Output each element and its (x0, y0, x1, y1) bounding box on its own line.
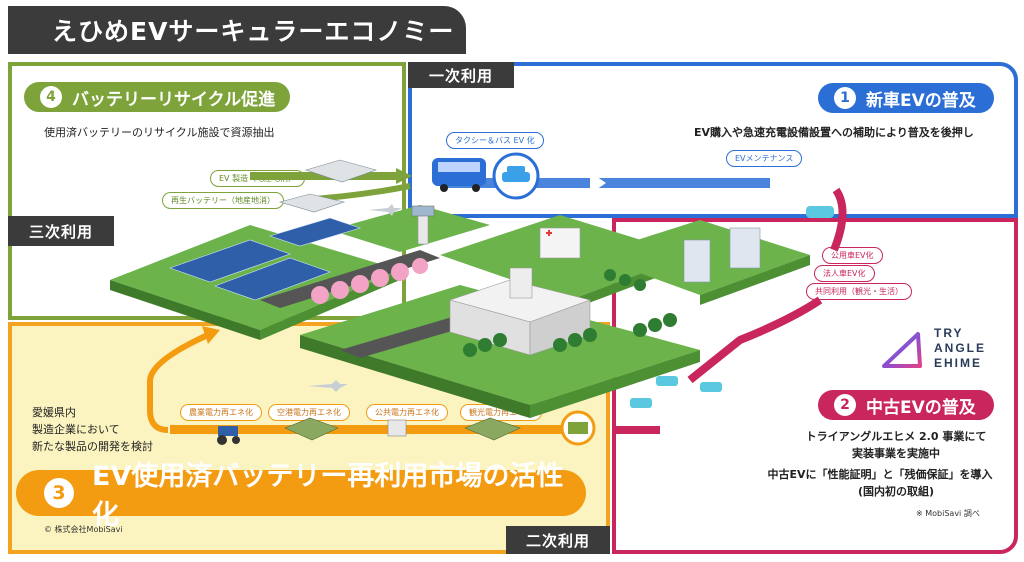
tertiary-use-label: 三次利用 (8, 216, 114, 246)
airplane-icon (308, 204, 402, 392)
section1-pill: 1 新車EVの普及 (818, 83, 994, 113)
government-building (448, 267, 592, 356)
section2-number: 2 (834, 394, 856, 416)
copyright: © 株式会社MobiSavi (44, 525, 123, 534)
apartment-buildings (683, 227, 761, 283)
green-trees (463, 269, 677, 357)
solar-panels (169, 217, 361, 301)
bus-icon (432, 158, 486, 192)
section1-title: 新車EVの普及 (866, 90, 976, 111)
used-ev-flow-arrow (616, 187, 847, 434)
page-title: えひめEVサーキュラーエコノミー (8, 6, 466, 54)
airport-tower (411, 205, 435, 245)
section4-pill: 4 バッテリーリサイクル促進 (24, 82, 290, 112)
section3-desc-line3: 新たな製品の開発を検討 (32, 440, 153, 453)
hospital (539, 227, 581, 259)
tag-ev-maintenance: EVメンテナンス (726, 150, 803, 167)
try-angle-ehime-logo: TRY ANGLE EHIME (880, 326, 1000, 376)
taxi-icon (492, 152, 540, 200)
tag-corporate-vehicles: 法人車EV化 (814, 265, 875, 282)
triangle-logo-icon (882, 332, 922, 368)
tractor-icon (217, 426, 240, 445)
section3-title: EV使用済バッテリー再利用市場の活性化 (92, 461, 564, 531)
section3-pill: 3 EV使用済バッテリー再利用市場の活性化 (16, 461, 586, 531)
section1-number: 1 (834, 87, 856, 109)
section2-pill: 2 中古EVの普及 (818, 390, 994, 420)
primary-flow-arrow (440, 172, 770, 194)
section4-desc: 使用済バッテリーのリサイクル施設で資源抽出 (44, 126, 275, 139)
section3-desc-line2: 製造企業において (32, 423, 120, 436)
battery-icon (560, 410, 596, 446)
tag-recycled-battery: 再生バッテリー（地産地消） (162, 192, 284, 209)
secondary-use-label: 二次利用 (506, 526, 610, 554)
section3-desc-line1: 愛媛県内 (32, 406, 76, 419)
used-ev-cars (630, 206, 834, 408)
section2-line2: 実装事業を実施中 (852, 447, 940, 460)
primary-use-label: 一次利用 (408, 62, 514, 88)
section2-line3: 中古EVに「性能証明」と「残価保証」を導入 (767, 468, 993, 481)
section2-title: 中古EVの普及 (866, 397, 976, 418)
section4-title: バッテリーリサイクル促進 (72, 89, 276, 110)
section2-line4: (国内初の取組) (857, 485, 935, 498)
logo-line3: EHIME (934, 356, 983, 370)
section2-line1: トライアングルエヒメ 2.0 事業にて (805, 430, 987, 443)
section1-desc: EV購入や急速充電設備設置への補助により普及を後押し (694, 126, 974, 139)
tag-airport-power: 空港電力再エネ化 (268, 404, 350, 421)
logo-line2: ANGLE (934, 341, 986, 355)
section3-number: 3 (44, 478, 74, 508)
tag-shared-use: 共同利用（観光・生活） (806, 283, 912, 300)
section2-note: ※ MobiSavi 調べ (916, 509, 980, 518)
section4-number: 4 (40, 86, 62, 108)
tag-taxi-bus-ev: タクシー＆バス EV 化 (446, 132, 544, 149)
logo-line1: TRY (934, 326, 964, 340)
secondary-flow-arrow (147, 326, 570, 434)
tag-public-power: 公共電力再エネ化 (366, 404, 448, 421)
factory-buildings (278, 159, 377, 213)
tag-agriculture-power: 農業電力再エネ化 (180, 404, 262, 421)
cherry-trees (311, 258, 428, 304)
secondary-use-facilities (284, 417, 521, 441)
